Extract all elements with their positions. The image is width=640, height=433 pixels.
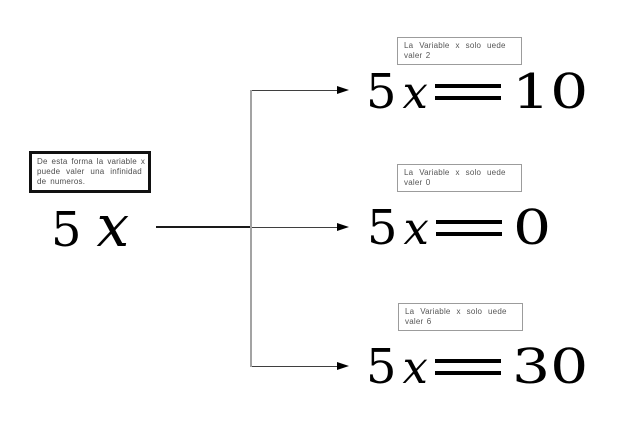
coefficient: 5	[366, 64, 397, 120]
coefficient: 5	[366, 339, 397, 395]
coefficient: 5	[367, 200, 398, 256]
left-note-line: de numeros.	[37, 177, 86, 186]
coefficient: 5	[51, 202, 82, 258]
note-line: valer 2	[404, 51, 431, 60]
left-note-box: De esta forma la variable x puede valer …	[29, 151, 151, 193]
equals-sign	[435, 220, 502, 236]
variable-x: x	[402, 66, 428, 119]
equals-sign	[434, 84, 501, 100]
branch-vertical-line	[250, 90, 252, 367]
note-line: La Variable x solo uede	[404, 41, 506, 50]
note-line: valer 6	[405, 317, 432, 326]
arrowhead-icon	[337, 86, 349, 94]
arrow-line-middle	[252, 227, 337, 228]
variable-x: x	[403, 202, 429, 255]
arrowhead-icon	[337, 362, 349, 370]
note-box-valer-0: La Variable x solo uede valer 0	[397, 164, 522, 192]
variable-x: x	[402, 341, 428, 394]
note-line: La Variable x solo uede	[405, 307, 507, 316]
arrow-line-bottom	[252, 366, 337, 367]
equals-sign	[434, 359, 501, 375]
note-box-valer-6: La Variable x solo uede valer 6	[398, 303, 523, 331]
connector-line	[156, 226, 251, 228]
variable-x: x	[96, 192, 130, 260]
note-line: La Variable x solo uede	[404, 168, 506, 177]
arrowhead-icon	[337, 223, 349, 231]
left-note-line: De esta forma la variable x	[37, 157, 146, 166]
note-box-valer-2: La Variable x solo uede valer 2	[397, 37, 522, 65]
note-line: valer 0	[404, 178, 431, 187]
left-note-line: puede valer una infinidad	[37, 167, 142, 176]
arrow-line-top	[252, 90, 337, 91]
